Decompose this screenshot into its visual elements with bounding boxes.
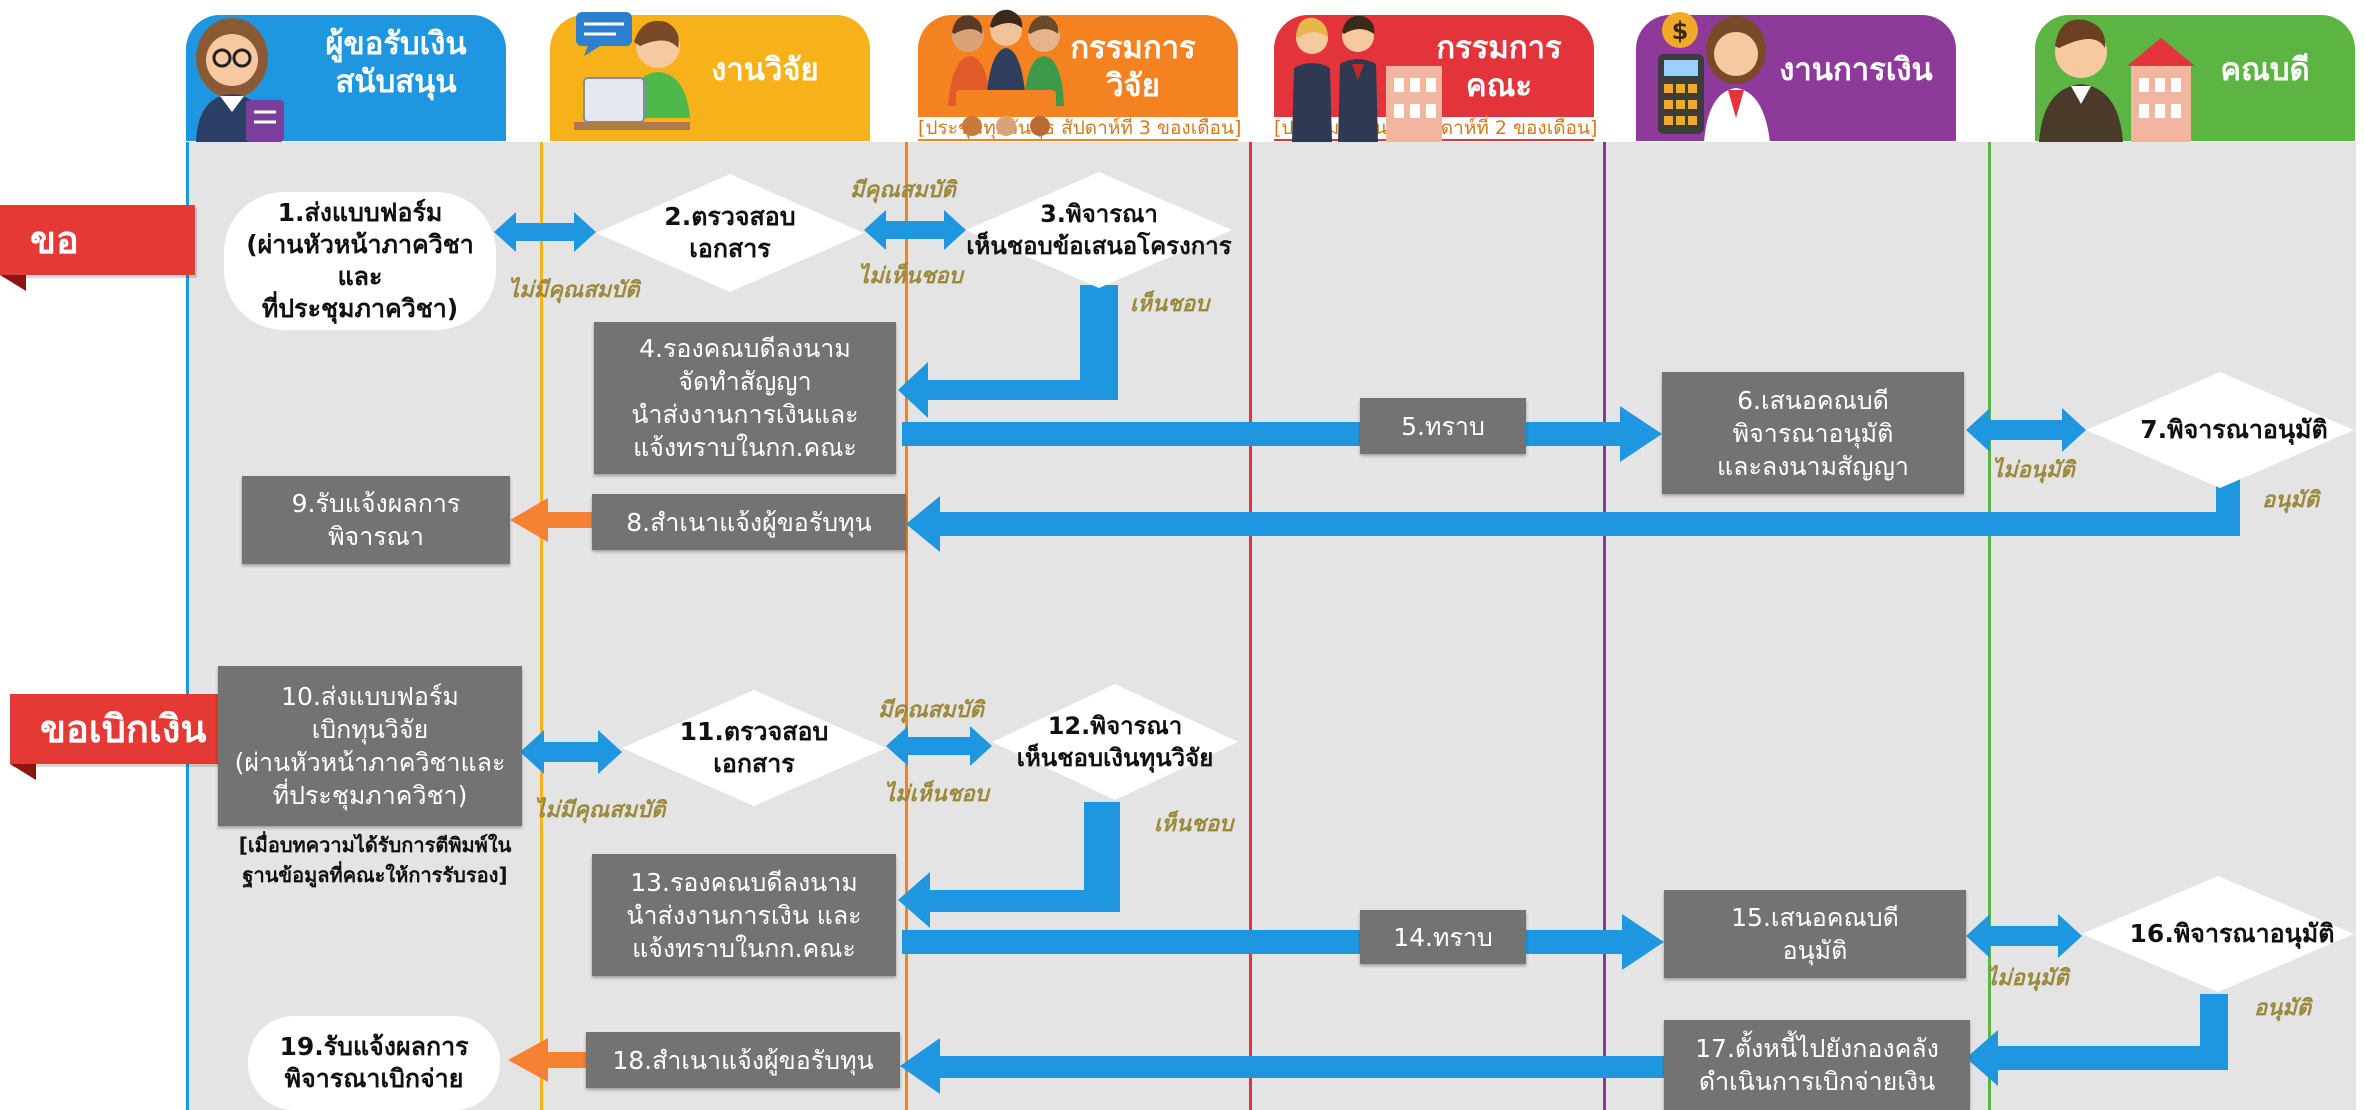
label-not-approve: ไม่อนุมัติ <box>1992 458 2075 483</box>
arrow-s12-s13 <box>898 802 1120 928</box>
arrow-s16-s17 <box>1966 994 2228 1086</box>
lane-title: กรรมการ วิจัย <box>1070 30 1196 104</box>
lane-divider-research <box>540 142 543 1110</box>
step-label: 7.พิจารณาอนุมัติ <box>2140 415 2328 444</box>
lane-divider-applicant <box>186 142 189 1110</box>
step-11-check-documents: 11.ตรวจสอบ เอกสาร <box>620 688 888 808</box>
step-18-copy-notify-applicant: 18.สำเนาแจ้งผู้ขอรับทุน <box>586 1032 900 1088</box>
faculty-committee-icon <box>1292 15 1444 142</box>
label-not-approve: ไม่อนุมัติ <box>1986 966 2069 991</box>
step-6-propose-to-dean: 6.เสนอคณบดี พิจารณาอนุมัติ และลงนามสัญญา <box>1662 372 1964 494</box>
finance-staff-icon: $ <box>1658 12 1770 142</box>
label-agree: เห็นชอบ <box>1130 292 1210 317</box>
step-1-submit-form: 1.ส่งแบบฟอร์ม (ผ่านหัวหน้าภาควิชาและ ที่… <box>224 192 496 330</box>
arrow-s6-s7 <box>1966 408 2086 452</box>
step-label: 2.ตรวจสอบ เอกสาร <box>664 202 796 263</box>
lane-title: งานการเงิน <box>1779 52 1933 88</box>
step-7-consider-approval: 7.พิจารณาอนุมัติ <box>2084 370 2356 490</box>
step-label: 3.พิจารณา เห็นชอบข้อเสนอโครงการ <box>966 200 1232 260</box>
svg-text:$: $ <box>1672 17 1689 45</box>
step-3-consider-proposal: 3.พิจารณา เห็นชอบข้อเสนอโครงการ <box>964 170 1234 290</box>
section-banner-approval: ขออนุมัติ <box>0 205 195 332</box>
step-9-receive-result: 9.รับแจ้งผลการ พิจารณา <box>242 476 510 564</box>
lane-divider-faculty-committee <box>1249 142 1252 1110</box>
arrow-s4-s6 <box>902 406 1662 462</box>
lane-title: คณบดี <box>2220 52 2310 88</box>
arrow-s17-s18 <box>900 1038 1666 1094</box>
label-not-qualified: ไม่มีคุณสมบัติ <box>508 278 640 303</box>
label-qualified: มีคุณสมบัติ <box>878 698 984 723</box>
arrow-s7-s8 <box>906 478 2240 552</box>
step-15-propose-to-dean: 15.เสนอคณบดี อนุมัติ <box>1664 890 1966 978</box>
section-banner-disbursement: ขอเบิกเงิน <box>10 694 230 780</box>
label-approve: อนุมัติ <box>2262 488 2320 513</box>
applicant-person-icon <box>196 18 284 142</box>
arrow-s11-s12 <box>886 726 992 766</box>
step-label: 16.พิจารณาอนุมัติ <box>2129 919 2335 948</box>
lane-divider-dean <box>1988 142 1991 1110</box>
arrow-s18-s19 <box>508 1038 586 1082</box>
step-13-vice-dean-sign: 13.รองคณบดีลงนาม นำส่งงานการเงิน และ แจ้… <box>592 854 896 976</box>
step-10-submit-disbursement-form: 10.ส่งแบบฟอร์ม เบิกทุนวิจัย (ผ่านหัวหน้า… <box>218 666 522 826</box>
step-4-vice-dean-sign: 4.รองคณบดีลงนาม จัดทำสัญญา นำส่งงานการเง… <box>594 322 896 474</box>
step-12-consider-funding: 12.พิจารณา เห็นชอบเงินทุนวิจัย <box>990 682 1240 802</box>
step-17-set-debt-treasury: 17.ตั้งหนี้ไปยังกองคลัง ดำเนินการเบิกจ่า… <box>1664 1020 1970 1110</box>
lane-title: งานวิจัย <box>711 52 819 88</box>
dean-person-icon <box>2039 19 2195 142</box>
arrow-s8-s9 <box>510 498 592 542</box>
step-label: 12.พิจารณา เห็นชอบเงินทุนวิจัย <box>1016 712 1214 772</box>
label-qualified: มีคุณสมบัติ <box>850 178 956 203</box>
label-not-qualified: ไม่มีคุณสมบัติ <box>534 798 666 823</box>
arrow-s3-s4 <box>898 285 1118 418</box>
step-2-check-documents: 2.ตรวจสอบ เอกสาร <box>594 172 866 294</box>
step-label: 11.ตรวจสอบ เอกสาร <box>679 717 829 778</box>
arrow-s1-s2 <box>494 212 596 252</box>
arrow-s13-s15 <box>902 914 1664 970</box>
research-staff-icon <box>574 12 690 130</box>
label-disagree: ไม่เห็นชอบ <box>858 264 963 289</box>
lane-title: ผู้ขอรับเงิน สนับสนุน <box>325 26 467 100</box>
lane-title: กรรมการ คณะ <box>1436 30 1562 104</box>
arrow-s15-s16 <box>1966 914 2082 958</box>
lane-divider-research-committee <box>905 142 908 1110</box>
step-19-receive-disbursement-result: 19.รับแจ้งผลการ พิจารณาเบิกจ่าย <box>248 1016 500 1110</box>
step-5-acknowledge: 5.ทราบ <box>1360 398 1526 454</box>
arrow-s2-s3 <box>864 210 966 250</box>
step-10-condition-note: [เมื่อบทความได้รับการตีพิมพ์ใน ฐานข้อมูล… <box>238 833 512 887</box>
step-16-consider-approval: 16.พิจารณาอนุมัติ <box>2080 874 2356 994</box>
label-approve: อนุมัติ <box>2254 996 2312 1021</box>
label-agree: เห็นชอบ <box>1154 812 1234 837</box>
step-14-acknowledge: 14.ทราบ <box>1360 910 1526 964</box>
arrow-s10-s11 <box>520 730 622 774</box>
lane-divider-finance <box>1603 142 1606 1110</box>
step-8-copy-notify-applicant: 8.สำเนาแจ้งผู้ขอรับทุน <box>592 494 906 550</box>
committee-group-icon <box>948 9 1064 136</box>
label-disagree: ไม่เห็นชอบ <box>884 782 989 807</box>
